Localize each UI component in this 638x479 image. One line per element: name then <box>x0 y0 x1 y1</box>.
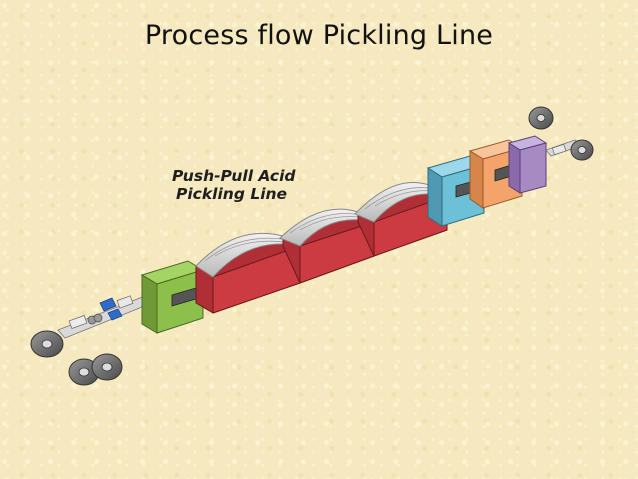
slide-title: Process flow Pickling Line <box>144 20 494 51</box>
entry-unit <box>140 260 205 334</box>
callout-line-1: Push-Pull Acid <box>172 167 296 185</box>
exit-coil <box>570 139 594 161</box>
entry-strip-equipment <box>57 295 153 339</box>
spare-coil-1 <box>68 358 100 386</box>
spare-coil-2 <box>91 353 123 381</box>
entry-coil <box>30 330 64 358</box>
callout-line-2: Pickling Line <box>176 185 287 203</box>
finished-coil <box>528 106 554 130</box>
oiler-unit <box>507 135 548 194</box>
